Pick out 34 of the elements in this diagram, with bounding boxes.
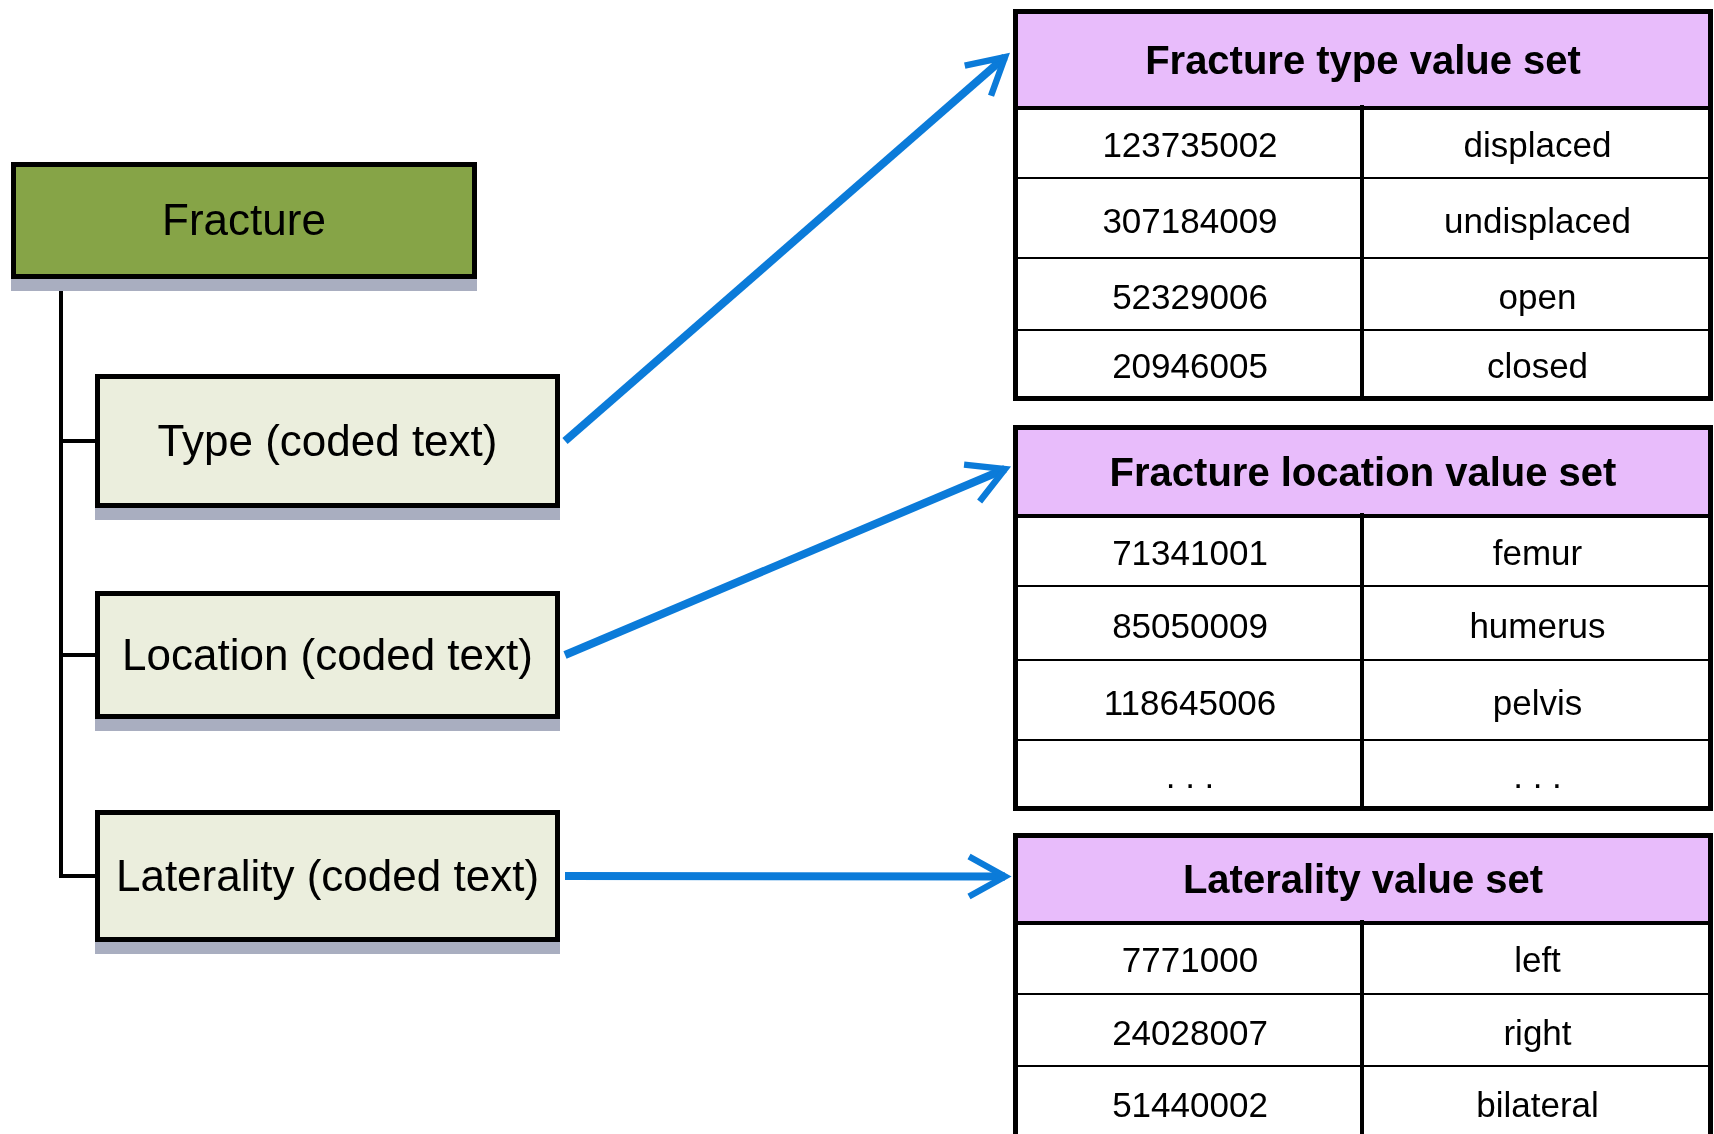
value-set-table — [1013, 833, 1713, 1134]
code-number: 51440002 — [1111, 1084, 1269, 1126]
box-label: Type (coded text) — [157, 414, 498, 467]
code-number: 123735002 — [1101, 123, 1279, 166]
term-text: pelvis — [1491, 682, 1584, 724]
term-text: humerus — [1468, 605, 1607, 647]
box-label: Fracture — [162, 194, 326, 247]
code-number: 7771000 — [1120, 939, 1260, 981]
code-number: 85050009 — [1111, 605, 1269, 647]
term-text: left — [1513, 939, 1562, 981]
code-number: 71341001 — [1111, 531, 1269, 574]
term-text: femur — [1491, 531, 1584, 574]
code-number: 118645006 — [1102, 682, 1278, 724]
code-number: 52329006 — [1111, 276, 1269, 318]
arrow — [562, 53, 1009, 444]
box-label: Location (coded text) — [122, 628, 533, 681]
term-text: undisplaced — [1443, 200, 1632, 242]
value-set-table — [1013, 9, 1713, 401]
value-set-table — [1013, 425, 1713, 811]
box-label: Laterality (coded text) — [115, 849, 540, 902]
arrow — [563, 461, 1009, 659]
code-number: 20946005 — [1111, 345, 1269, 387]
table-title: Fracture location value set — [1018, 430, 1708, 518]
table-title: Fracture type value set — [1018, 14, 1708, 110]
code-number: . . . — [1164, 755, 1216, 797]
table-title: Laterality value set — [1018, 838, 1708, 925]
term-text: right — [1502, 1012, 1573, 1054]
term-text: closed — [1485, 345, 1590, 387]
term-text: open — [1497, 276, 1578, 318]
term-text: bilateral — [1475, 1084, 1600, 1126]
code-number: 307184009 — [1101, 200, 1279, 242]
code-number: 24028007 — [1111, 1012, 1269, 1054]
term-text: . . . — [1512, 755, 1563, 797]
term-text: displaced — [1462, 123, 1613, 166]
